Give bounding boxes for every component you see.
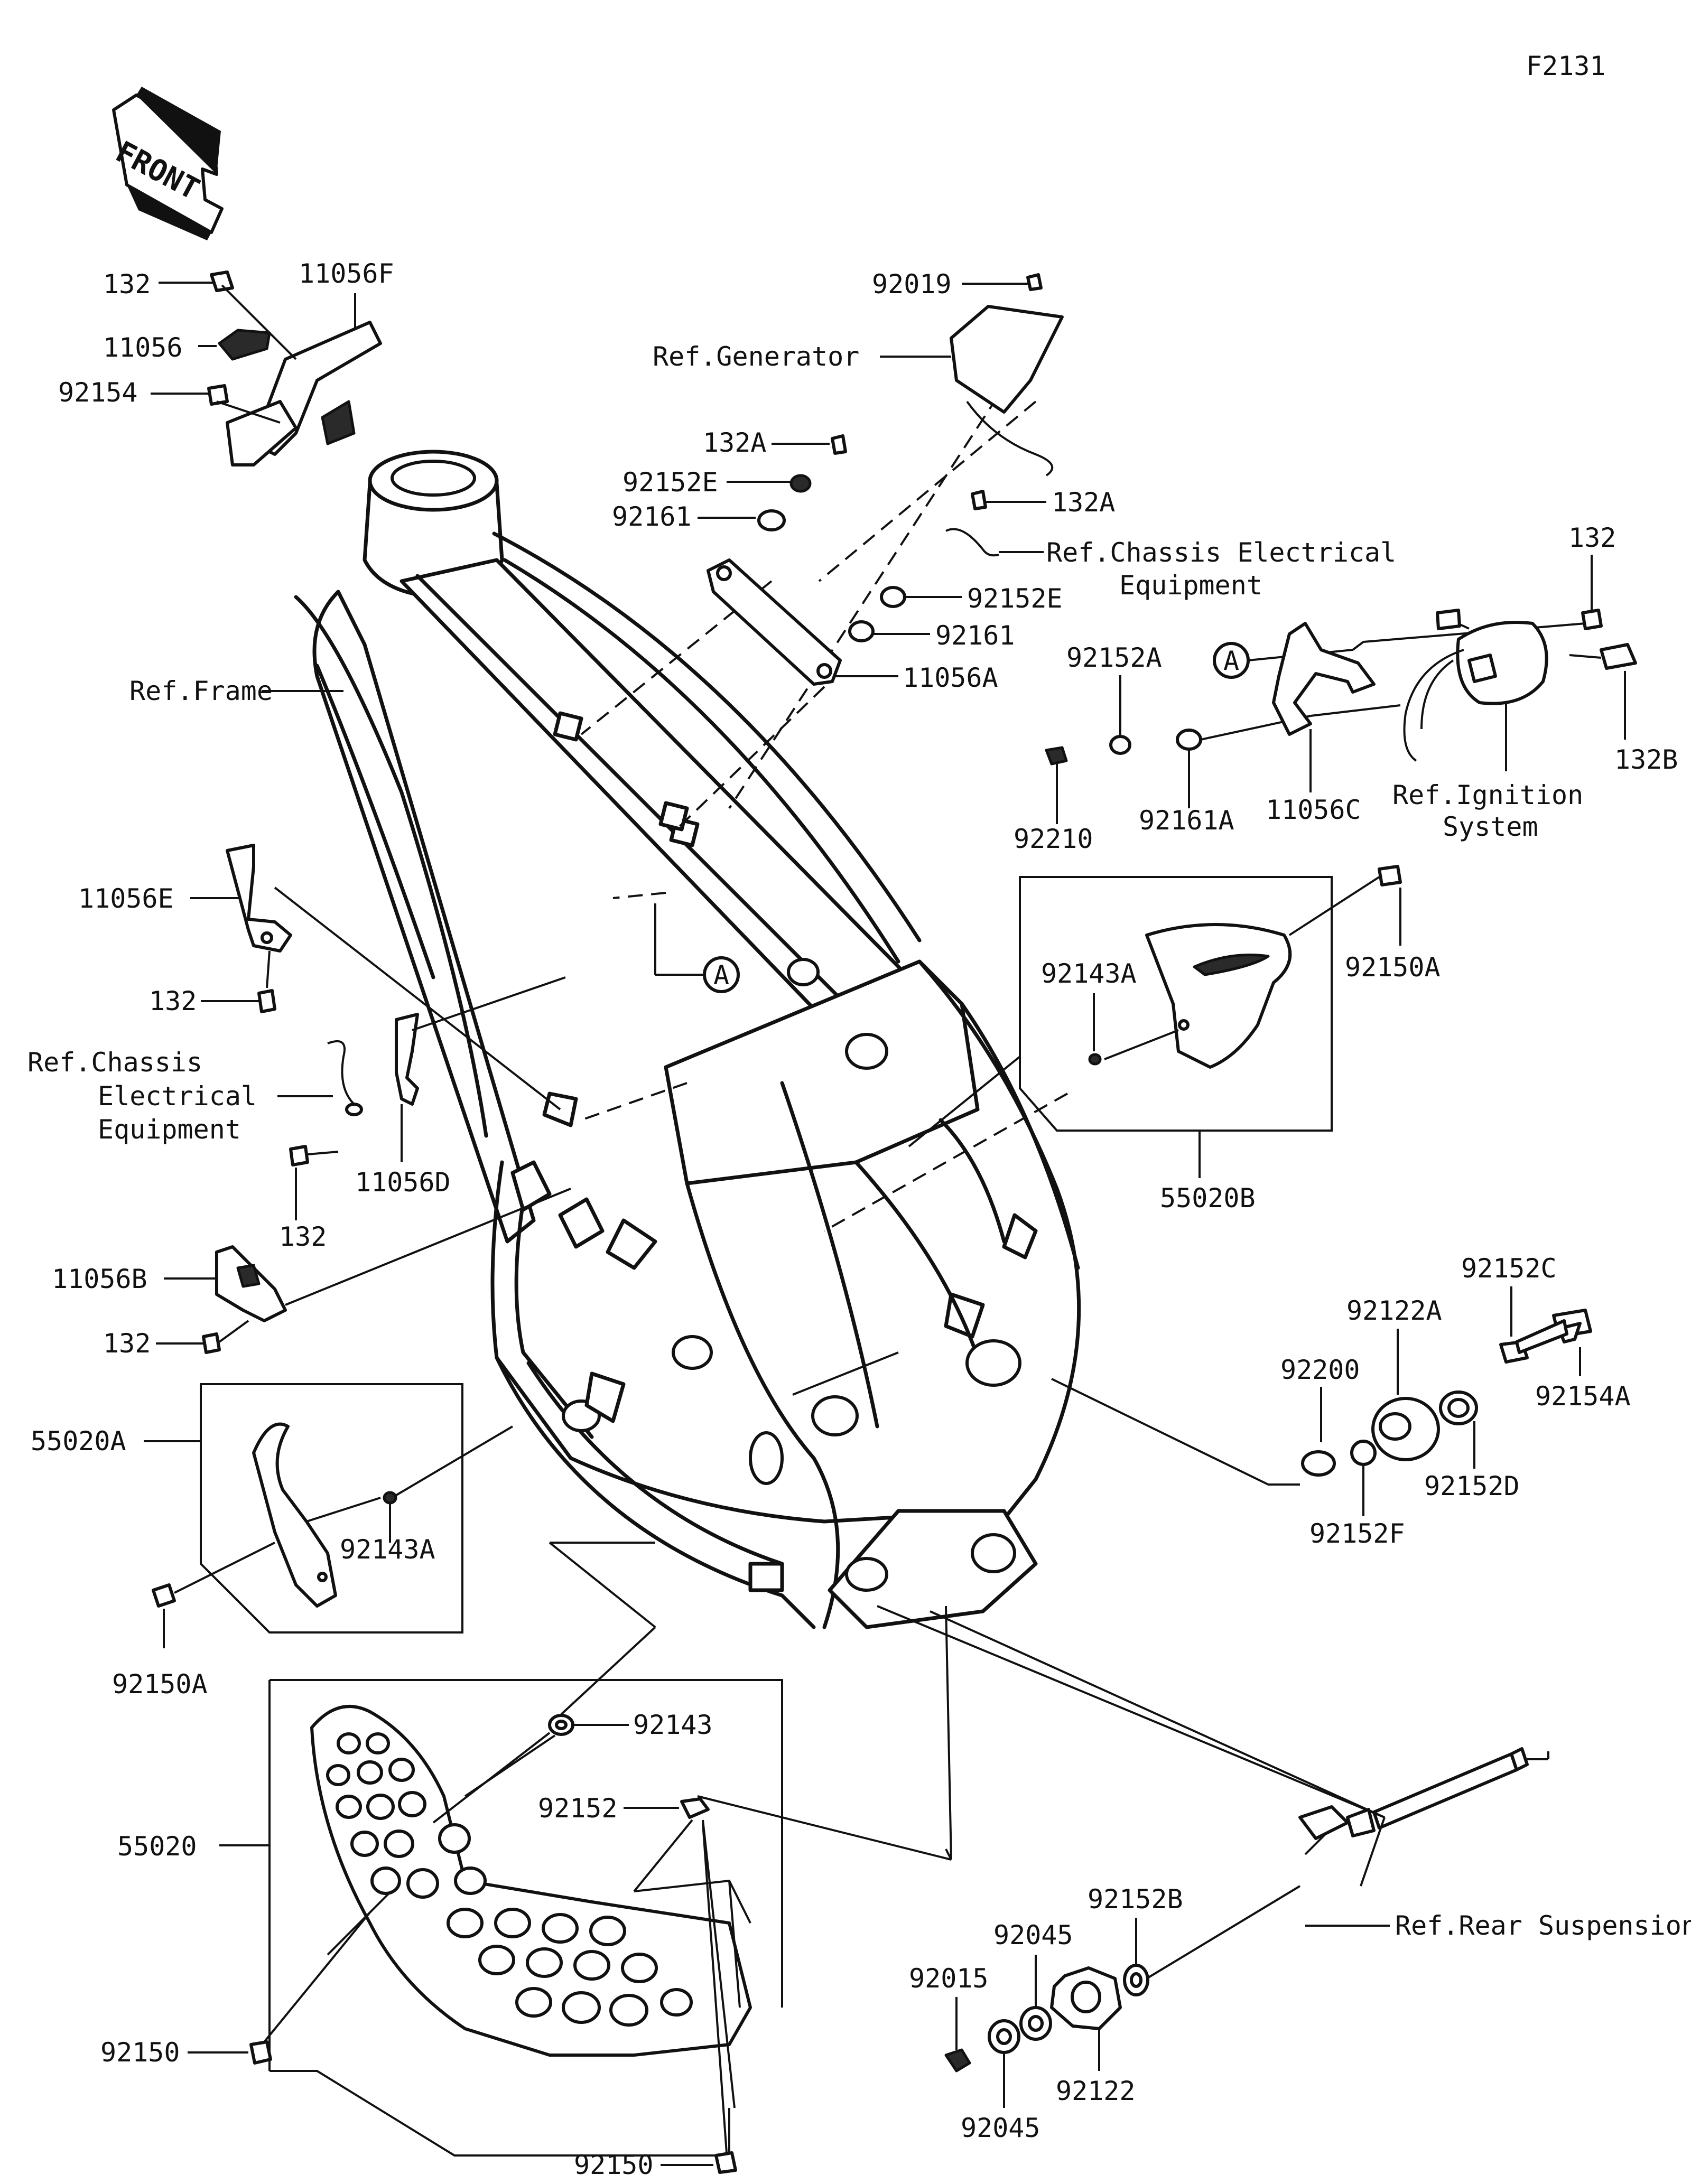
label-55020A: 55020A xyxy=(31,1426,126,1457)
figure-id: F2131 xyxy=(1526,51,1606,81)
label-92152F: 92152F xyxy=(1309,1518,1405,1549)
guard-55020A-group: 55020A 92143A 92150A xyxy=(31,1383,514,1700)
label-92152C: 92152C xyxy=(1461,1253,1557,1284)
label-ref-generator: Ref.Generator xyxy=(653,341,859,372)
label-ref-ignition-line2: System xyxy=(1443,811,1538,842)
label-92152B: 92152B xyxy=(1088,1884,1183,1915)
label-ref-chassis-left-line2: Electrical xyxy=(98,1081,257,1112)
guard-55020B-group: 55020B 92143A 92150A xyxy=(908,865,1441,1214)
label-92152A: 92152A xyxy=(1066,642,1162,673)
front-arrow-icon: FRONT xyxy=(110,87,224,240)
label-92045-top: 92045 xyxy=(993,1920,1073,1950)
label-92143A-right: 92143A xyxy=(1041,958,1137,989)
label-132A-2: 132A xyxy=(1052,487,1115,518)
label-11056C: 11056C xyxy=(1266,795,1361,825)
label-92150A-right: 92150A xyxy=(1345,952,1441,983)
label-92152D: 92152D xyxy=(1424,1471,1520,1501)
top-center-group: 92019 Ref.Generator 132A 92152E 92161 13… xyxy=(612,269,1396,693)
label-55020: 55020 xyxy=(117,1831,197,1862)
ignition-group: 132 A 92152A 92210 92161A 11056C Ref.Ign… xyxy=(1014,522,1678,854)
label-11056A: 11056A xyxy=(903,662,998,693)
label-92150A-left: 92150A xyxy=(112,1669,208,1700)
label-132A-1: 132A xyxy=(703,427,766,458)
label-ref-ignition-line1: Ref.Ignition xyxy=(1392,780,1583,810)
label-92150-bottom: 92150 xyxy=(574,2150,654,2180)
label-92152: 92152 xyxy=(538,1793,618,1824)
label-11056B: 11056B xyxy=(52,1264,147,1294)
callout-a-frame: A xyxy=(654,903,740,993)
label-11056F: 11056F xyxy=(299,258,394,289)
left-bracket-group: 11056E 132 Ref.Chassis Electrical Equipm… xyxy=(27,844,566,1252)
reference-lines xyxy=(580,337,1068,1232)
label-ref-chassis-left-line1: Ref.Chassis xyxy=(27,1047,202,1078)
label-11056D: 11056D xyxy=(355,1167,451,1198)
label-92150-left: 92150 xyxy=(100,2037,180,2068)
label-92143A-left: 92143A xyxy=(340,1534,435,1565)
label-132-top: 132 xyxy=(103,269,151,300)
label-55020B: 55020B xyxy=(1160,1183,1256,1214)
label-92152E-1: 92152E xyxy=(622,467,718,498)
label-92154: 92154 xyxy=(58,377,138,408)
callout-a-right-label: A xyxy=(1223,646,1239,676)
label-132-left2: 132 xyxy=(279,1221,327,1252)
label-92154A: 92154A xyxy=(1535,1381,1631,1412)
pivot-hardware-group: 92152C 92122A 92200 92152F 92152D 92154A xyxy=(792,1253,1631,1549)
label-92122A: 92122A xyxy=(1346,1295,1442,1326)
rear-suspension-group: Ref.Rear Suspension 92152B 92122 92045 9… xyxy=(877,1605,1691,2143)
label-92122: 92122 xyxy=(1056,2076,1136,2106)
label-132-left1: 132 xyxy=(149,986,197,1016)
label-ref-rear-suspension: Ref.Rear Suspension xyxy=(1395,1910,1691,1941)
frame-illustration xyxy=(294,450,1081,1629)
label-92161-2: 92161 xyxy=(935,620,1015,651)
label-92019: 92019 xyxy=(872,269,952,300)
label-92210: 92210 xyxy=(1014,824,1093,854)
label-92161A: 92161A xyxy=(1139,805,1234,836)
label-11056E: 11056E xyxy=(78,883,174,914)
label-92143: 92143 xyxy=(633,1710,713,1740)
label-ref-frame: Ref.Frame xyxy=(129,676,273,706)
top-left-bracket-group: 132 11056F 11056 92154 xyxy=(58,258,394,466)
label-132-left3: 132 xyxy=(103,1328,151,1359)
label-ref-chassis-elec-right-line2: Equipment xyxy=(1119,570,1262,601)
label-132-right: 132 xyxy=(1568,522,1616,553)
label-ref-chassis-elec-right-line1: Ref.Chassis Electrical xyxy=(1046,537,1396,568)
label-92161-1: 92161 xyxy=(612,501,692,532)
label-11056: 11056 xyxy=(103,332,183,363)
bracket-11056B-group: 11056B 132 xyxy=(52,1188,571,1359)
label-132B: 132B xyxy=(1614,744,1678,775)
skid-plate-group: 55020 92143 xyxy=(100,1542,952,2180)
label-92152E-2: 92152E xyxy=(967,583,1063,614)
callout-a-frame-label: A xyxy=(713,960,729,991)
label-ref-chassis-left-line3: Equipment xyxy=(98,1114,241,1145)
label-92045-bottom: 92045 xyxy=(961,2113,1040,2143)
label-92015: 92015 xyxy=(909,1963,989,1994)
label-92200: 92200 xyxy=(1280,1355,1360,1385)
